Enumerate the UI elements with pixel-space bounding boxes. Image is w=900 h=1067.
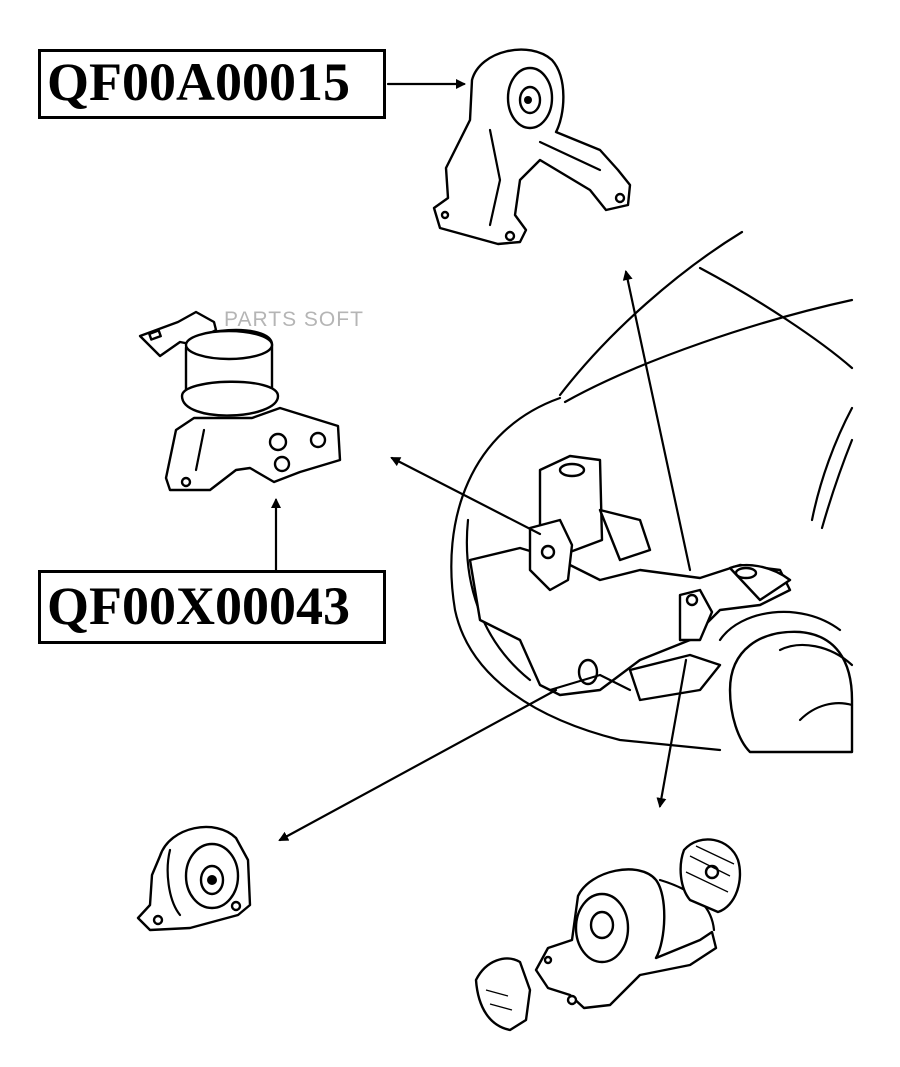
- rear-engine-mount-illustration: [432, 48, 632, 246]
- arrow-bay-to-transmission-mount: [656, 658, 688, 808]
- part-number-label-left-mount: QF00X00043: [38, 570, 386, 644]
- arrow-bay-to-rear-mount: [622, 270, 692, 572]
- arrow-bay-to-front-mount: [278, 688, 558, 842]
- engine-bay-frame: [468, 454, 792, 702]
- car-body-outline: [450, 230, 854, 754]
- part-number-label-rear-mount: QF00A00015: [38, 49, 386, 119]
- left-engine-mount-illustration: [138, 310, 342, 492]
- front-engine-mount-illustration: [136, 825, 252, 932]
- transmission-mount-illustration: [474, 838, 742, 1032]
- arrow-bay-to-left-mount: [390, 456, 542, 536]
- part-number-text: QF00X00043: [47, 576, 350, 636]
- pointer-arrows: [271, 79, 692, 842]
- watermark-text: PARTS SOFT: [224, 308, 364, 331]
- part-number-text: QF00A00015: [47, 52, 350, 112]
